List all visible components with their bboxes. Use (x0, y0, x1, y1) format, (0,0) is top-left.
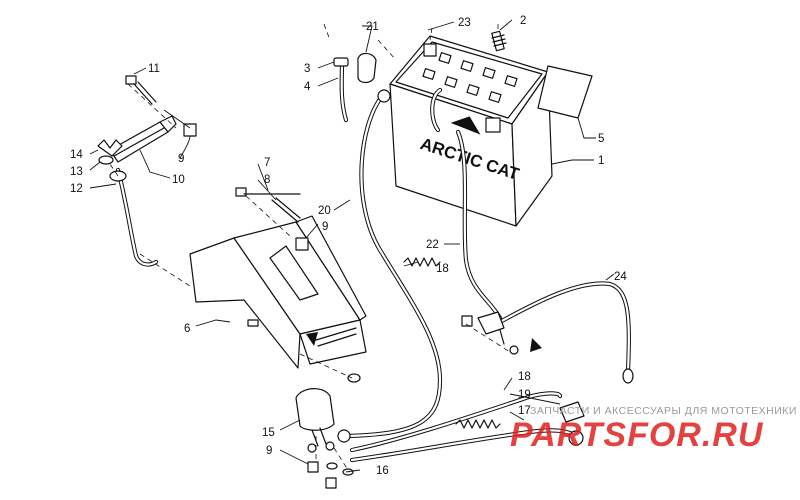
terminal-end (568, 430, 584, 446)
callout-12: 12 (70, 183, 83, 195)
washer (98, 155, 114, 165)
callout-18-lower: 18 (518, 371, 531, 383)
terminal-cover (357, 52, 377, 84)
spring-lower (455, 419, 501, 429)
direction-arrow-right (530, 338, 542, 352)
j-bolt (109, 167, 159, 267)
bolt-7 (235, 187, 301, 197)
battery-terminal-negative (485, 117, 501, 133)
callout-1: 1 (598, 155, 604, 167)
callout-9-mid: 9 (322, 221, 328, 233)
callout-23: 23 (458, 17, 471, 29)
negative-cable (455, 129, 503, 321)
terminal-boot (559, 401, 585, 423)
tray-bolt (347, 373, 361, 383)
callout-9-lower: 9 (266, 445, 272, 457)
callout-7: 7 (264, 157, 270, 169)
nut-upper-left (183, 123, 197, 137)
lock-washer (326, 462, 338, 470)
watermark: ЗАПЧАСТИ И АКСЕССУАРЫ ДЛЯ МОТОТЕХНИКИ PA… (510, 405, 797, 454)
callout-3: 3 (304, 63, 310, 75)
callout-15: 15 (262, 427, 275, 439)
spring-upper (403, 257, 441, 267)
watermark-site: PARTSFOR.RU (510, 416, 764, 454)
callout-11: 11 (148, 63, 160, 75)
callout-17: 17 (518, 405, 531, 417)
callout-2: 2 (520, 15, 526, 27)
callout-9-top-left: 9 (178, 153, 184, 165)
callout-19: 19 (518, 389, 531, 401)
callout-10: 10 (172, 174, 185, 186)
nut-9-lower-b (325, 477, 337, 489)
nut-9-mid (295, 237, 309, 251)
callout-16: 16 (376, 465, 389, 477)
ground-bracket (461, 311, 519, 355)
terminal-screw (491, 30, 507, 52)
callout-14: 14 (70, 149, 83, 161)
lower-harness (349, 391, 581, 463)
pin-8 (271, 197, 301, 223)
battery-tray (189, 215, 367, 369)
callout-20: 20 (318, 205, 331, 217)
bolt-11 (125, 75, 157, 105)
battery-terminal-positive (423, 43, 437, 57)
positive-cable (337, 89, 443, 443)
callout-13: 13 (70, 166, 83, 178)
vent-clamp (333, 57, 349, 67)
callout-21: 21 (366, 21, 379, 33)
battery-pad (537, 65, 593, 119)
callout-4: 4 (304, 81, 311, 93)
wing-nut (97, 139, 123, 157)
watermark-caption: ЗАПЧАСТИ И АКСЕССУАРЫ ДЛЯ МОТОТЕХНИКИ (530, 405, 797, 417)
callout-6: 6 (184, 323, 190, 335)
callout-5: 5 (598, 133, 604, 145)
direction-arrow-tray (306, 332, 318, 346)
callout-18-upper: 18 (436, 263, 449, 275)
callout-8: 8 (264, 174, 270, 186)
hold-down-bracket (109, 115, 177, 163)
nut-9-lower (307, 461, 319, 473)
battery: ARCTIC CAT (389, 35, 553, 227)
ground-cable (497, 281, 634, 384)
callout-24: 24 (614, 271, 627, 283)
battery-caps (422, 52, 518, 103)
starter-solenoid (295, 388, 335, 453)
callout-22: 22 (426, 239, 439, 251)
